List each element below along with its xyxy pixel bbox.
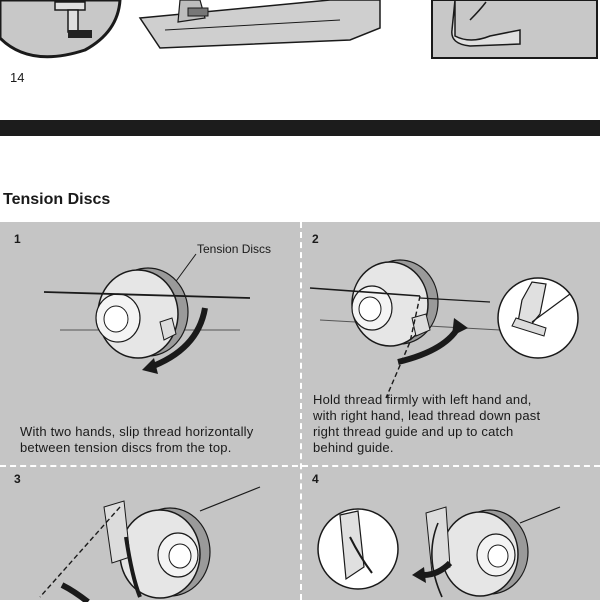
presser-foot-illustrations xyxy=(0,0,598,59)
step-2-text-line-1: Hold thread firmly with left hand and, xyxy=(313,392,532,407)
step-4-illustration xyxy=(317,506,561,598)
page-separator-bar xyxy=(0,120,600,136)
step-3-illustration xyxy=(39,486,261,602)
tension-disc-steps-panel: 1 Tension Discs With two hands, slip thr… xyxy=(0,222,600,602)
step-2-illustration xyxy=(309,259,579,399)
step-2-number: 2 xyxy=(312,232,319,246)
step-2-text-line-3: right thread guide and up to catch xyxy=(313,424,514,439)
step-1-text-line-1: With two hands, slip thread horizontally xyxy=(20,424,254,439)
section-heading: Tension Discs xyxy=(3,191,111,208)
step-3-number: 3 xyxy=(14,472,21,486)
step-1-callout-label: Tension Discs xyxy=(197,242,272,256)
horizontal-dashed-divider xyxy=(0,465,600,467)
step-2-text-line-4: behind guide. xyxy=(313,440,394,455)
vertical-dashed-divider xyxy=(300,222,302,600)
step-2-text-line-2: with right hand, lead thread down past xyxy=(313,408,541,423)
step-1-number: 1 xyxy=(14,232,21,246)
page-number: 14 xyxy=(10,70,25,85)
step-4-number: 4 xyxy=(312,472,319,486)
step-1-illustration xyxy=(43,253,251,374)
step-1-text-line-2: between tension discs from the top. xyxy=(20,440,232,455)
previous-page-illustrations xyxy=(0,0,600,64)
